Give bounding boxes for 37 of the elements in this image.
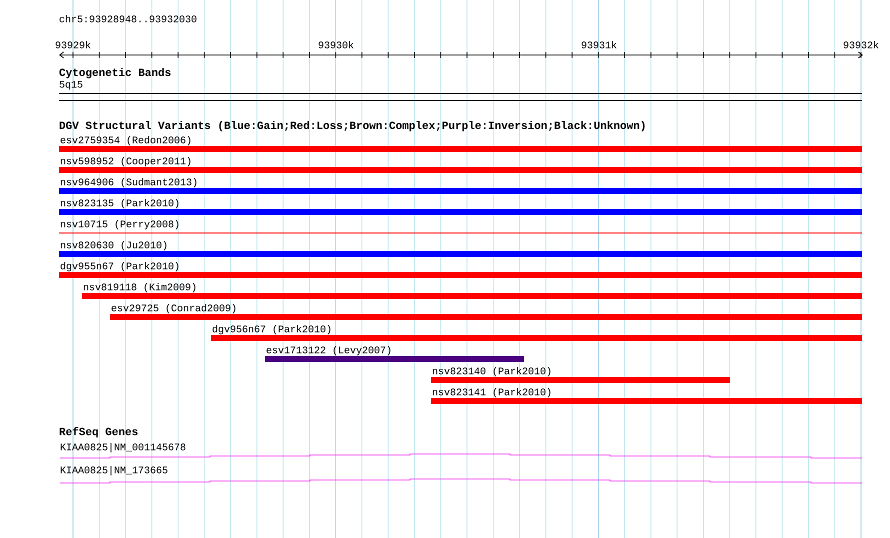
node-label: nsv964906 (Sudmant2013) <box>60 178 196 188</box>
node-label: nsv823141 (Park2010) <box>432 388 550 398</box>
tick-label: 93929k <box>56 41 90 48</box>
variant-bar: nsv964906 (Sudmant2013) <box>59 178 862 194</box>
variant-bar: nsv598952 (Cooper2011) <box>59 157 862 173</box>
gene-track: KIAA0825|NM_001145678 <box>60 443 862 458</box>
gene-track: KIAA0825|NM_173665 <box>60 466 862 484</box>
node-label: dgv956n67 (Park2010) <box>212 325 330 334</box>
node-label: esv29725 (Conrad2009) <box>112 304 236 314</box>
node-label: nsv819118 (Kim2009) <box>84 283 196 292</box>
tick-label: 93930k <box>318 41 354 48</box>
node-label: nsv10715 (Perry2008) <box>60 220 178 230</box>
node-label: nsv598952 (Cooper2011) <box>60 157 190 166</box>
variant-bar: nsv820630 (Ju2010) <box>59 241 862 257</box>
band-label: 5q15 <box>60 81 82 90</box>
track-title: DGV Structural Variants (Blue:Gain;Red:Loss;Brown:Complex;Purple:Inversion;Black:Unknown) <box>60 121 645 132</box>
variant-bar: nsv823140 (Park2010) <box>431 367 730 383</box>
variant-bar: nsv10715 (Perry2008) <box>59 220 862 234</box>
variant-bar: esv1713122 (Levy2007) <box>265 346 524 362</box>
variant-bar: nsv823141 (Park2010) <box>431 388 862 404</box>
tick-label: 93931k <box>582 41 616 48</box>
variant-bar: dgv955n67 (Park2010) <box>59 262 862 278</box>
ruler-title: chr5:93928948..93932030 <box>60 15 196 22</box>
track-title: Cytogenetic Bands <box>59 68 171 78</box>
track-title: RefSeq Genes <box>60 427 138 438</box>
tick-label: 93932k <box>844 41 878 48</box>
node-label: nsv823135 (Park2010) <box>60 199 178 208</box>
variant-bar: esv29725 (Conrad2009) <box>110 304 862 320</box>
node-label: nsv823140 (Park2010) <box>432 367 550 376</box>
node-label: esv2759354 (Redon2006) <box>60 136 190 146</box>
variant-bar: nsv823135 (Park2010) <box>59 199 862 215</box>
node-label: esv1713122 (Levy2007) <box>266 346 390 356</box>
node-label: dgv955n67 (Park2010) <box>60 262 178 272</box>
node-label: nsv820630 (Ju2010) <box>60 241 166 250</box>
variant-bar: dgv956n67 (Park2010) <box>211 325 862 341</box>
variant-bar: esv2759354 (Redon2006) <box>59 136 862 152</box>
variant-bar: nsv819118 (Kim2009) <box>82 283 862 299</box>
